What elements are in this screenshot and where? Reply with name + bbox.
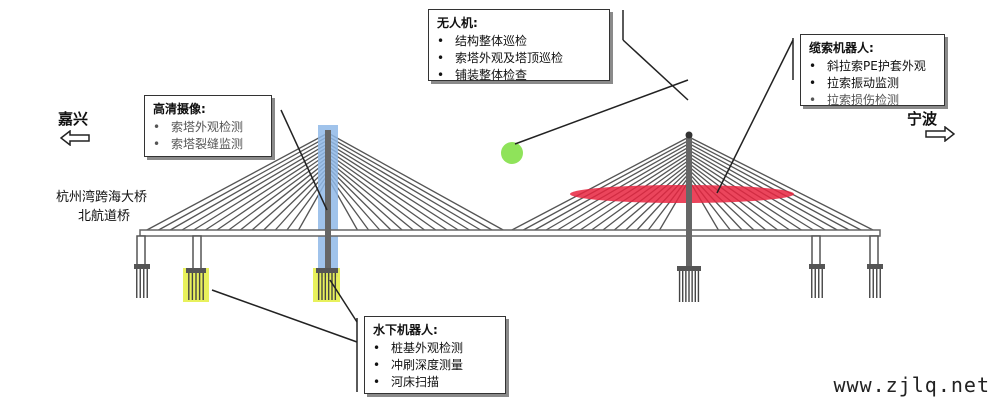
stay-cable xyxy=(215,153,329,232)
stay-cable xyxy=(327,160,415,232)
left-arrow-icon xyxy=(60,130,90,146)
stay-cable xyxy=(327,132,506,232)
drone-item: 结构整体巡检 xyxy=(437,33,601,50)
stay-cable xyxy=(156,135,329,232)
cable-robot-title: 缆索机器人: xyxy=(809,41,874,55)
hd-camera-box: 高清摄像: 索塔外观检测 索塔裂缝监测 xyxy=(144,95,272,157)
drone-icon xyxy=(501,142,523,164)
hd-camera-item: 索塔外观检测 xyxy=(153,119,263,136)
stay-cable xyxy=(327,142,472,232)
piers xyxy=(136,235,879,273)
drone-item: 铺装整体检查 xyxy=(437,67,601,84)
left-tower xyxy=(325,130,331,270)
pile-cap xyxy=(809,264,825,269)
pile-cap xyxy=(186,268,206,273)
hd-camera-title: 高清摄像: xyxy=(153,102,206,116)
cable-robot-item: 拉索振动监测 xyxy=(809,75,936,92)
underwater-robot-title: 水下机器人: xyxy=(373,323,438,337)
stay-cable xyxy=(688,143,852,232)
drone-title: 无人机: xyxy=(437,16,478,30)
stay-cable xyxy=(327,146,461,232)
cable-robot-item: 拉索损伤检测 xyxy=(809,92,936,109)
stay-cables xyxy=(144,132,876,232)
underwater-robot-item: 冲刷深度测量 xyxy=(373,357,497,374)
pile-cap xyxy=(134,264,150,269)
stay-cable xyxy=(238,160,329,232)
pile-cap xyxy=(316,268,338,273)
left-city-label: 嘉兴 xyxy=(58,110,89,128)
pile-cap xyxy=(677,266,701,271)
right-city-label: 宁波 xyxy=(907,110,938,128)
bridge-deck xyxy=(139,229,881,237)
underwater-robot-item: 桩基外观检测 xyxy=(373,340,497,357)
underwater-robot-box: 水下机器人: 桩基外观检测 冲刷深度测量 河床扫描 xyxy=(364,316,506,394)
cable-robot-item: 斜拉索PE护套外观 xyxy=(809,58,936,75)
stay-cable xyxy=(327,139,483,232)
watermark: www.zjlq.net xyxy=(833,373,990,397)
drone-item: 索塔外观及塔顶巡检 xyxy=(437,50,601,67)
right-tower xyxy=(686,133,692,270)
stay-cable xyxy=(203,149,329,232)
stay-cable xyxy=(327,149,449,232)
pile-cap xyxy=(867,264,883,269)
drone-box: 无人机: 结构整体巡检 索塔外观及塔顶巡检 铺装整体检查 xyxy=(428,9,610,84)
stay-cable xyxy=(262,167,329,232)
stay-cable xyxy=(250,163,329,232)
underwater-robot-item: 河床扫描 xyxy=(373,374,497,391)
cable-inspection-band xyxy=(570,185,794,203)
stay-cable xyxy=(227,156,329,232)
stay-cable xyxy=(191,146,329,232)
stay-cable xyxy=(327,163,404,232)
cable-robot-box: 缆索机器人: 斜拉索PE护套外观 拉索振动监测 拉索损伤检测 xyxy=(800,34,945,109)
stay-cable xyxy=(144,132,329,232)
hd-camera-item: 索塔裂缝监测 xyxy=(153,136,263,153)
stay-cable xyxy=(327,153,438,232)
leader-lines xyxy=(211,10,794,392)
stay-cable xyxy=(327,156,427,232)
stay-cable xyxy=(688,139,864,232)
bridge-name-line1: 杭州湾跨海大桥 xyxy=(56,190,148,205)
stay-cable xyxy=(688,136,876,232)
stay-cable xyxy=(327,135,495,232)
stay-cable xyxy=(521,139,690,232)
right-arrow-icon xyxy=(925,126,955,142)
stay-cable xyxy=(509,136,690,232)
stay-cable xyxy=(327,167,393,232)
pile-foundations xyxy=(134,264,883,302)
bridge-name-line2: 北航道桥 xyxy=(78,209,131,224)
